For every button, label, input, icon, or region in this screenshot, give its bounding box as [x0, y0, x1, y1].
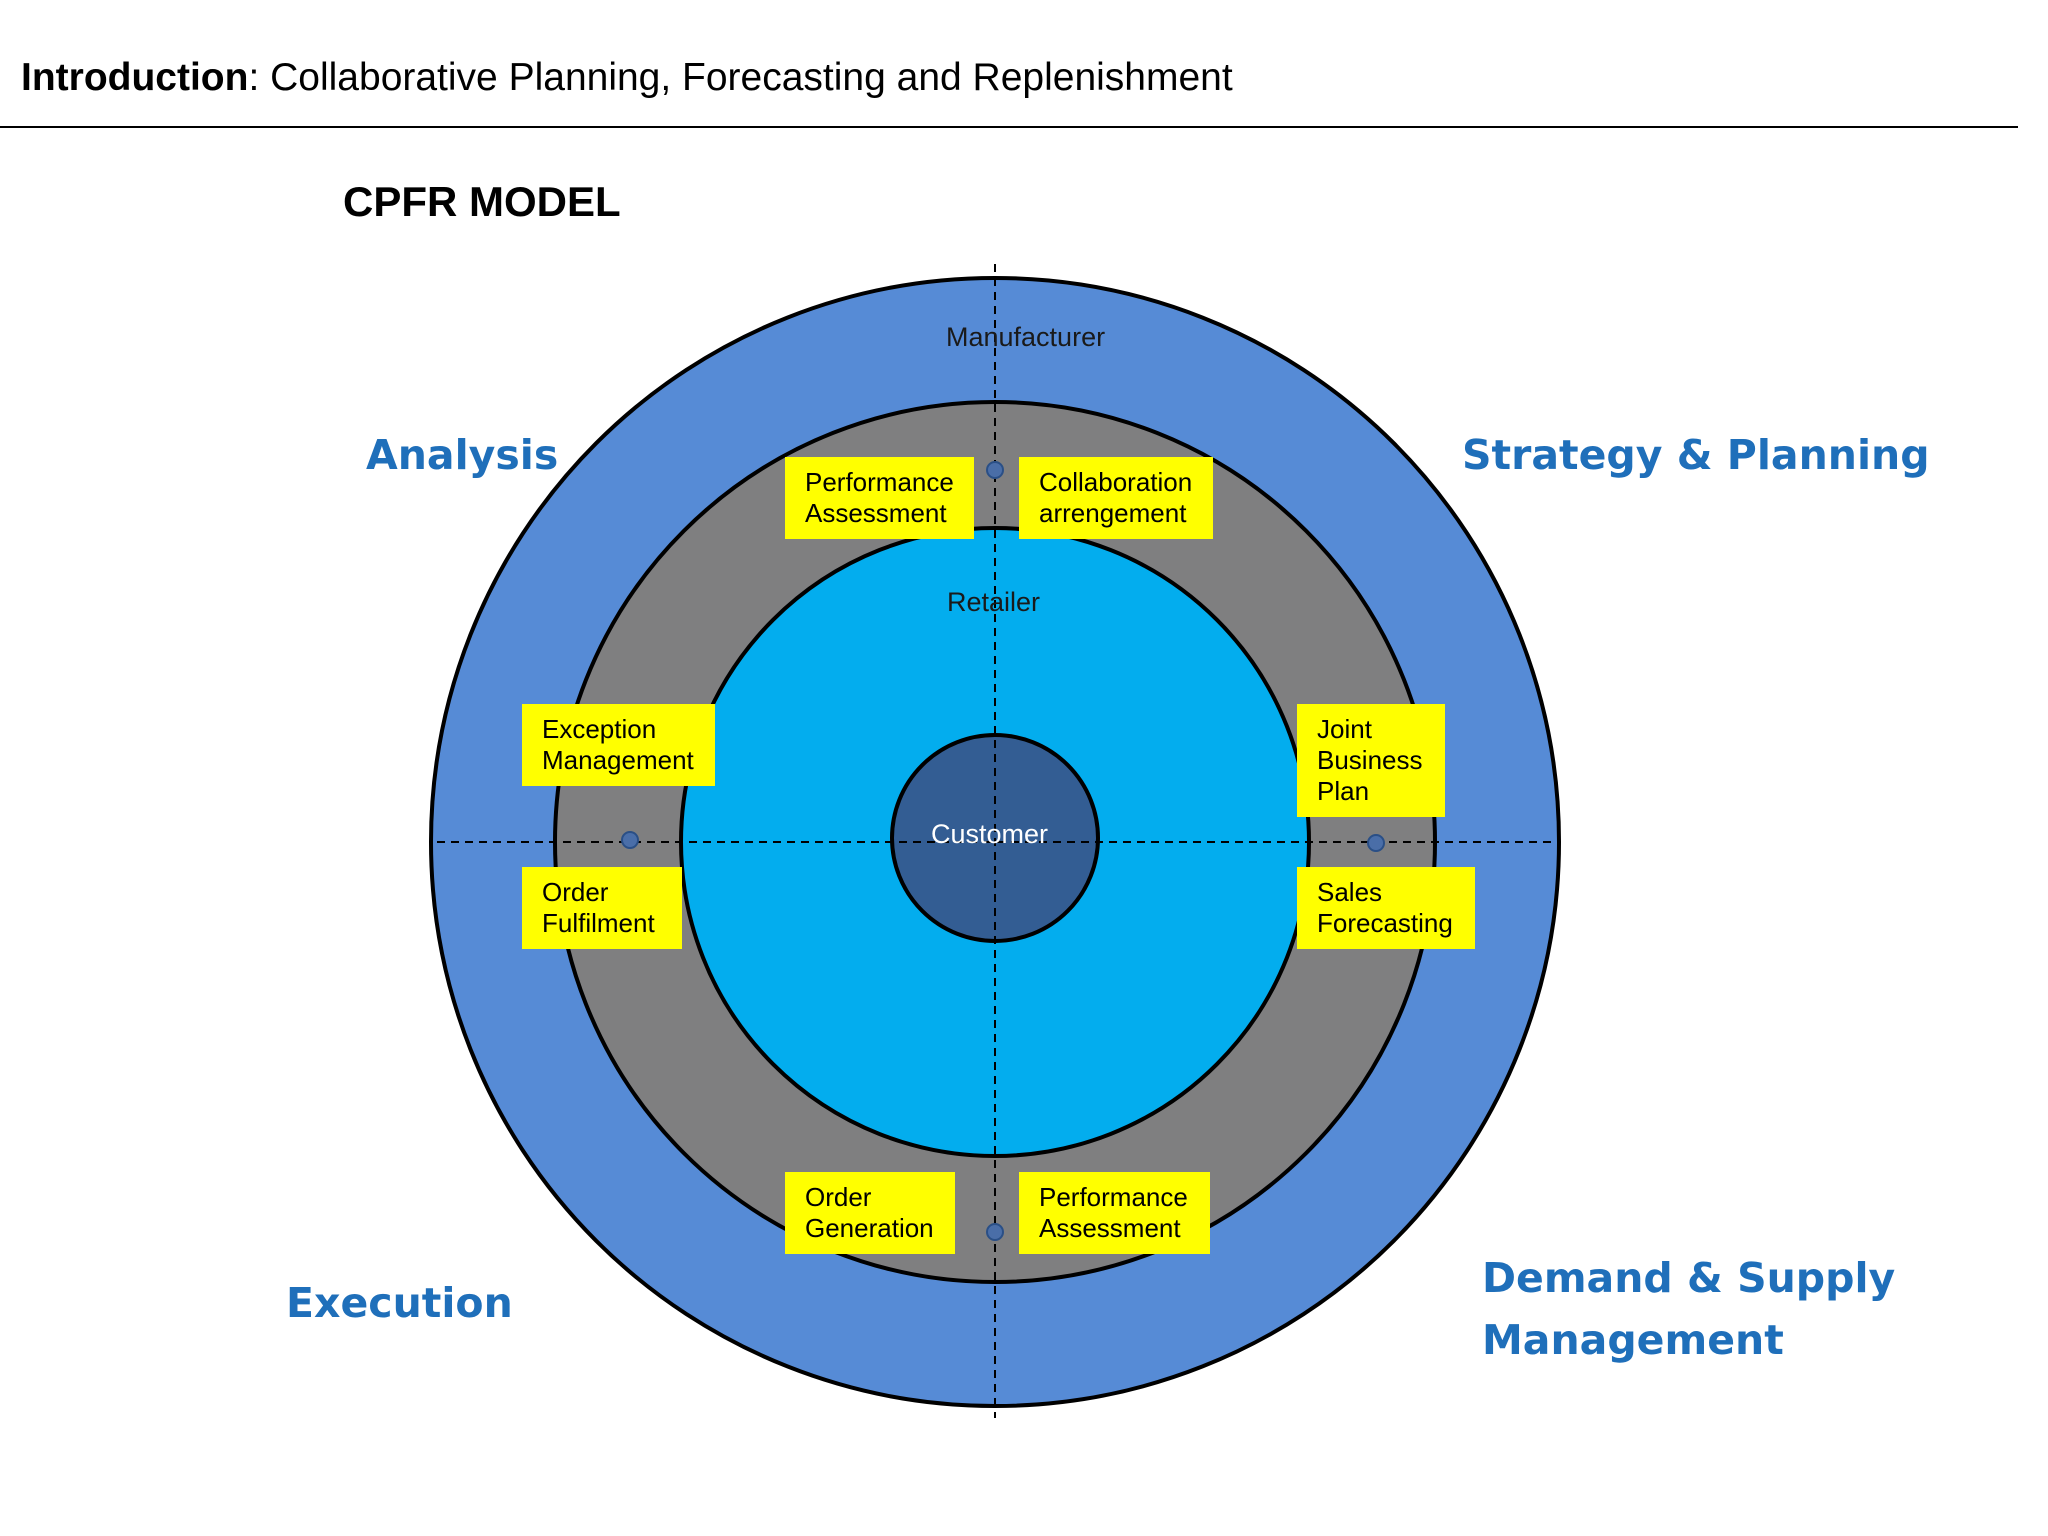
slide-header: Introduction: Collaborative Planning, Fo… — [21, 56, 1233, 100]
header-title-bold: Introduction — [21, 56, 249, 99]
model-title: CPFR MODEL — [343, 178, 621, 225]
stage-box-performance-assessment-top: Performance Assessment — [785, 457, 974, 539]
quadrant-label-strategy-planning: Strategy & Planning — [1462, 431, 1930, 479]
stage-box-exception-management: Exception Management — [522, 704, 715, 786]
ring-label-customer: Customer — [931, 819, 1049, 849]
stage-box-performance-assessment-bottom: Performance Assessment — [1019, 1172, 1210, 1254]
ring-label-retailer: Retailer — [947, 587, 1041, 617]
header-divider — [0, 126, 2018, 128]
junction-dot-right — [1367, 834, 1385, 852]
quadrant-label-analysis: Analysis — [366, 431, 559, 479]
header-title-rest: : Collaborative Planning, Forecasting an… — [248, 56, 1233, 99]
junction-dot-bottom — [986, 1223, 1004, 1241]
quadrant-label-demand-supply: Demand & Supply Management — [1482, 1254, 1896, 1364]
stage-box-joint-business-plan: Joint Business Plan — [1297, 704, 1445, 817]
junction-dot-left — [621, 831, 639, 849]
junction-dot-top — [986, 461, 1004, 479]
stage-box-order-generation: Order Generation — [785, 1172, 955, 1254]
ring-label-manufacturer: Manufacturer — [946, 322, 1106, 352]
quadrant-label-execution: Execution — [286, 1279, 513, 1327]
stage-box-order-fulfilment: Order Fulfilment — [522, 867, 682, 949]
stage-box-collaboration-arrangement: Collaboration arrengement — [1019, 457, 1213, 539]
stage-box-sales-forecasting: Sales Forecasting — [1297, 867, 1475, 949]
